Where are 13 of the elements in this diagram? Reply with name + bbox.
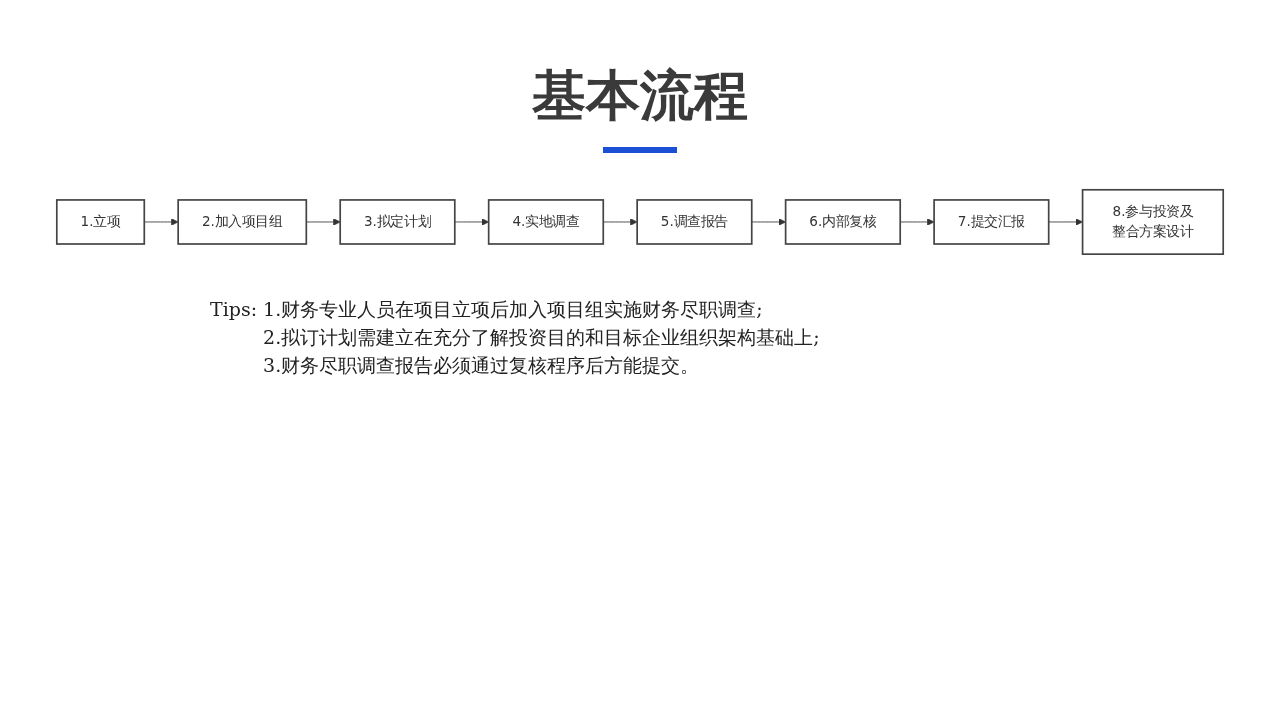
tip-text: 1.财务专业人员在项目立项后加入项目组实施财务尽职调查; [263, 296, 764, 322]
node-box: 5.调查报告 [636, 199, 753, 245]
tips-heading: Tips: [210, 296, 258, 322]
node-box: 4.实地调查 [487, 199, 605, 245]
tip-text: 2.拟订计划需建立在充分了解投资目的和目标企业组织架构基础上; [263, 324, 820, 350]
page-title: 基本流程 [531, 63, 749, 129]
node-box: 8.参与投资及整合方案设计 [1081, 188, 1225, 255]
node-box: 2.加入项目组 [177, 199, 308, 245]
node-box: 7.提交汇报 [933, 199, 1050, 245]
tip-text: 3.财务尽职调查报告必须通过复核程序后方能提交。 [263, 352, 701, 378]
node-box: 6.内部复核 [784, 199, 902, 245]
node-box: 3.拟定计划 [339, 199, 456, 245]
node-box: 1.立项 [55, 199, 146, 245]
